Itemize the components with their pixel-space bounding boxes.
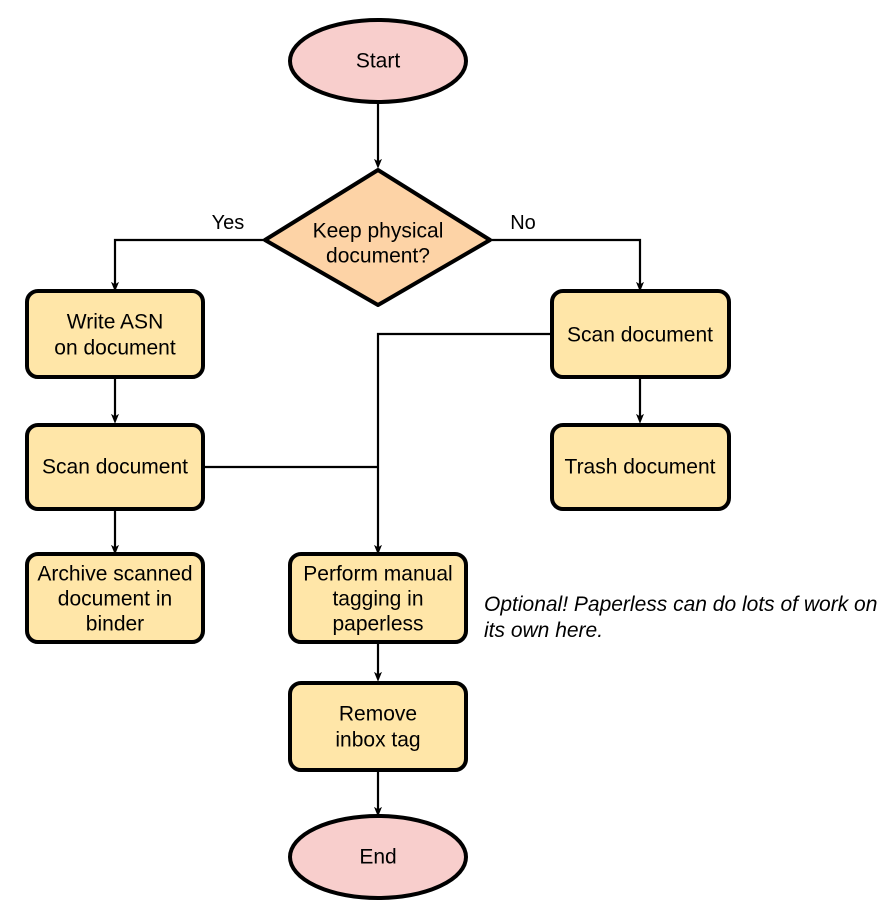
tagging-label-line3: paperless <box>332 613 423 636</box>
end-label: End <box>359 846 396 869</box>
write-asn-box <box>25 289 205 379</box>
write-asn-label-line1: Write ASN <box>67 311 163 334</box>
archive-box <box>25 552 205 644</box>
node-write-asn-on-document[interactable]: Write ASN on document <box>25 289 205 379</box>
start-ellipse <box>288 18 468 104</box>
tagging-box <box>288 552 468 644</box>
node-decision-keep-physical-document[interactable]: Keep physical document? <box>263 168 492 307</box>
scan-document-left-box <box>25 423 205 511</box>
nodes-layer: Start Keep physical document? Write ASN … <box>25 18 731 900</box>
write-asn-label-line2: on document <box>54 337 176 360</box>
edge-labels-layer: Yes No <box>212 212 536 234</box>
annotation-optional-note: Optional! Paperless can do lots of work … <box>484 593 877 642</box>
decision-diamond <box>263 168 492 307</box>
end-ellipse <box>288 814 468 900</box>
archive-label-line1: Archive scanned <box>37 563 192 586</box>
node-perform-manual-tagging[interactable]: Perform manual tagging in paperless <box>288 552 468 644</box>
decision-label-line2: document? <box>326 245 430 268</box>
trash-document-box <box>550 423 731 511</box>
scan-document-right-label: Scan document <box>567 324 713 347</box>
tagging-label-line2: tagging in <box>332 588 423 611</box>
node-scan-document-right[interactable]: Scan document <box>550 289 731 379</box>
edge-decision-no-to-scan-right <box>490 238 644 292</box>
edges-layer <box>111 102 644 817</box>
optional-note-line2: its own here. <box>484 619 603 642</box>
edge-scan-right-to-tagging <box>374 332 552 555</box>
remove-inbox-box <box>288 681 468 772</box>
trash-document-label: Trash document <box>565 456 716 479</box>
archive-label-line2: document in <box>58 588 172 611</box>
edge-label-yes: Yes <box>212 212 245 234</box>
scan-document-left-label: Scan document <box>42 456 188 479</box>
remove-inbox-label-line1: Remove <box>339 703 417 726</box>
tagging-label-line1: Perform manual <box>303 563 452 586</box>
optional-note-line1: Optional! Paperless can do lots of work … <box>484 593 877 616</box>
start-label: Start <box>356 50 401 73</box>
archive-label-line3: binder <box>86 613 144 636</box>
edge-label-no: No <box>510 212 536 234</box>
node-trash-document[interactable]: Trash document <box>550 423 731 511</box>
node-remove-inbox-tag[interactable]: Remove inbox tag <box>288 681 468 772</box>
remove-inbox-label-line2: inbox tag <box>335 729 420 752</box>
node-scan-document-left[interactable]: Scan document <box>25 423 205 511</box>
decision-label-line1: Keep physical <box>313 220 444 243</box>
edge-decision-yes-to-write-asn <box>111 238 265 292</box>
scan-document-right-box <box>550 289 731 379</box>
node-archive-scanned-document[interactable]: Archive scanned document in binder <box>25 552 205 644</box>
node-start[interactable]: Start <box>288 18 468 104</box>
node-end[interactable]: End <box>288 814 468 900</box>
